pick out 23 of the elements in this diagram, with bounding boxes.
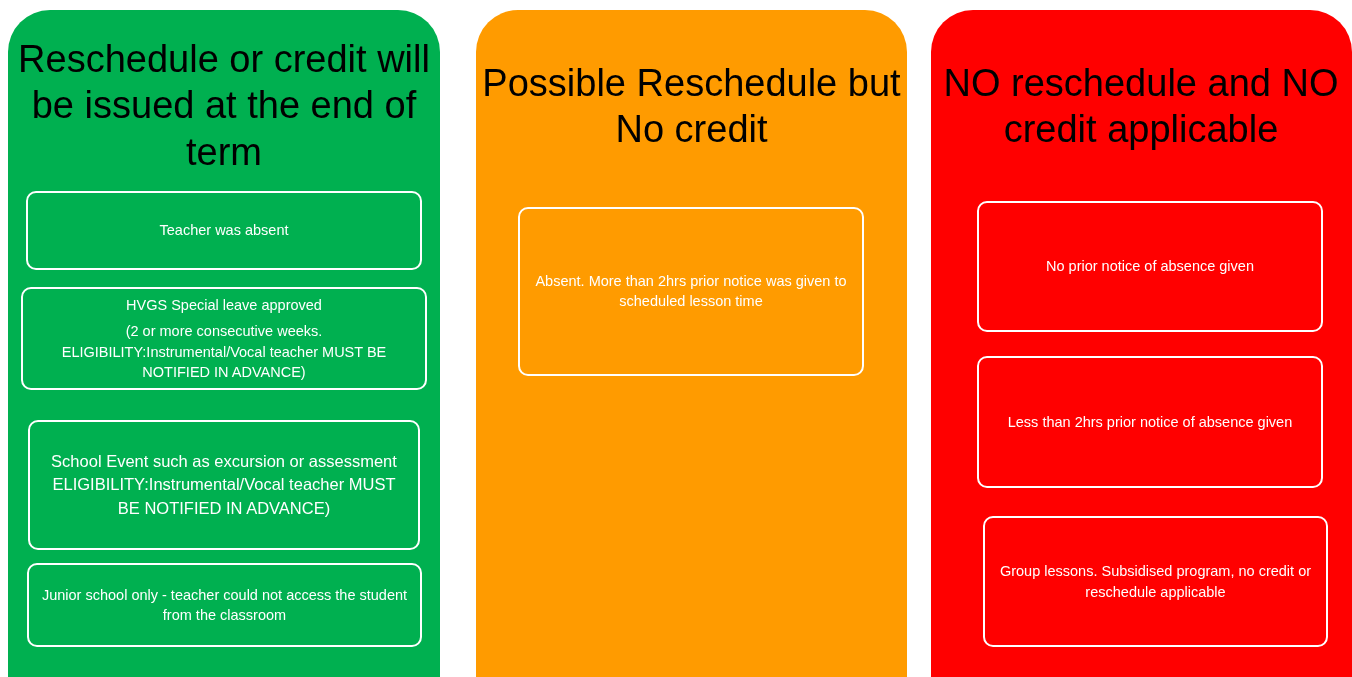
condition-text: Teacher was absent xyxy=(159,221,289,241)
condition-text: Junior school only - teacher could not access the student from the classroom xyxy=(40,585,409,625)
panel-heading: Possible Reschedule but No credit xyxy=(481,61,902,153)
condition-box xyxy=(27,563,422,647)
condition-text: HVGS Special leave approved xyxy=(126,295,322,315)
condition-text: (2 or more consecutive weeks. ELIGIBILITY:Instrumental/Vocal teacher MUST BE NOTIFIED IN ADVANCE) xyxy=(60,322,388,382)
condition-text: Less than 2hrs prior notice of absence given xyxy=(1007,412,1293,432)
category-panel xyxy=(931,10,1352,677)
condition-box xyxy=(21,287,427,390)
panel-heading: Reschedule or credit will be issued at the end of term xyxy=(17,37,431,175)
category-panel xyxy=(8,10,440,677)
condition-box xyxy=(518,207,864,376)
condition-box xyxy=(977,201,1323,332)
condition-text: Absent. More than 2hrs prior notice was given to scheduled lesson time xyxy=(534,272,848,312)
condition-text: School Event such as excursion or assessment ELIGIBILITY:Instrumental/Vocal teacher MUST BE NOTIFIED IN ADVANCE) xyxy=(50,451,398,519)
panel-heading: NO reschedule and NO credit applicable xyxy=(942,61,1340,153)
condition-box xyxy=(28,420,420,550)
condition-text: No prior notice of absence given xyxy=(1046,257,1254,276)
condition-box xyxy=(26,191,422,270)
condition-text: Group lessons. Subsidised program, no credit or reschedule applicable xyxy=(998,562,1313,602)
condition-box xyxy=(983,516,1328,647)
category-panel xyxy=(476,10,907,677)
condition-box xyxy=(977,356,1323,488)
